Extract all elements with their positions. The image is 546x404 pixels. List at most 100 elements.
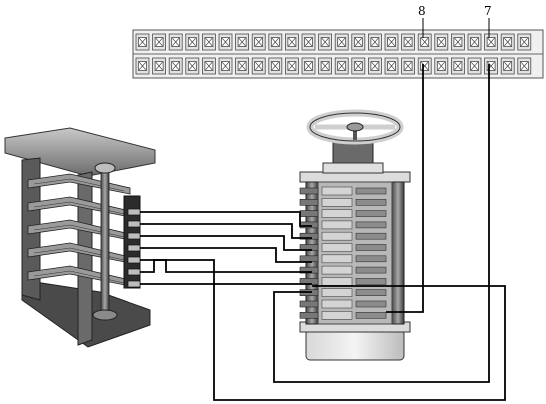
screw-slot bbox=[371, 61, 379, 71]
terminal bbox=[450, 57, 465, 75]
resistor-terminal-screw bbox=[127, 268, 141, 276]
terminal bbox=[484, 57, 499, 75]
terminal bbox=[268, 57, 283, 75]
wire-6 bbox=[140, 259, 506, 401]
screw-slot bbox=[421, 37, 429, 47]
terminal bbox=[334, 33, 349, 51]
screw-slot bbox=[338, 61, 346, 71]
cam-finger bbox=[355, 187, 387, 195]
terminal bbox=[135, 57, 150, 75]
terminal bbox=[384, 33, 399, 51]
cam-finger bbox=[355, 221, 387, 229]
screw-slot bbox=[354, 37, 362, 47]
cam-disc bbox=[321, 277, 353, 286]
terminal bbox=[201, 57, 216, 75]
screw-slot bbox=[138, 61, 147, 71]
terminal bbox=[384, 57, 399, 75]
resistor-top-plate bbox=[4, 127, 156, 177]
terminal bbox=[351, 57, 366, 75]
terminal bbox=[185, 57, 200, 75]
terminal bbox=[268, 33, 283, 51]
terminal bbox=[284, 33, 299, 51]
terminal bbox=[152, 57, 167, 75]
screw-slot bbox=[221, 37, 230, 47]
terminal bbox=[417, 33, 432, 51]
screw-slot bbox=[155, 61, 163, 71]
controller-gearbox-flange bbox=[322, 162, 384, 174]
terminal bbox=[434, 33, 449, 51]
screw-slot bbox=[238, 61, 246, 71]
screw-slot bbox=[504, 37, 512, 47]
screw-slot bbox=[255, 61, 263, 71]
wire-5 bbox=[140, 259, 312, 273]
wire-1 bbox=[140, 211, 312, 227]
resistor-terminal-screw bbox=[127, 280, 141, 288]
wire-2 bbox=[140, 223, 312, 239]
terminal bbox=[152, 33, 167, 51]
screw-slot bbox=[288, 61, 296, 71]
cam-terminal bbox=[299, 221, 319, 229]
resistor-terminals bbox=[127, 208, 141, 288]
terminal bbox=[334, 57, 349, 75]
resistor-box bbox=[4, 127, 156, 348]
callout-7: 7 bbox=[484, 4, 492, 18]
terminal bbox=[351, 33, 366, 51]
cam-finger bbox=[355, 255, 387, 263]
terminal bbox=[235, 57, 250, 75]
screw-slot bbox=[205, 37, 213, 47]
resistor-terminal-screw bbox=[127, 220, 141, 228]
terminal bbox=[367, 33, 382, 51]
resistor-terminal-screw bbox=[127, 208, 141, 216]
cam-finger bbox=[355, 300, 387, 308]
terminal bbox=[500, 33, 515, 51]
cam-finger bbox=[355, 289, 387, 297]
terminal bbox=[367, 57, 382, 75]
terminal bbox=[218, 33, 233, 51]
cam-terminal bbox=[299, 300, 319, 308]
terminal bbox=[434, 57, 449, 75]
terminal bbox=[168, 57, 183, 75]
screw-slot bbox=[138, 37, 147, 47]
terminal bbox=[417, 57, 432, 75]
screw-slot bbox=[321, 61, 329, 71]
terminal bbox=[235, 33, 250, 51]
cam-disc bbox=[321, 254, 353, 264]
screw-slot bbox=[271, 61, 279, 71]
cam-disc bbox=[321, 220, 353, 230]
cam-finger bbox=[355, 199, 387, 206]
controller-right-post bbox=[391, 181, 405, 325]
resistor-grid-plate bbox=[27, 173, 131, 195]
cam-terminal bbox=[299, 210, 319, 217]
cam-terminal bbox=[299, 311, 319, 319]
handwheel-rim-outline bbox=[309, 112, 401, 142]
screw-slot bbox=[304, 37, 313, 47]
screw-slot bbox=[155, 37, 163, 47]
cam-disc bbox=[321, 209, 353, 218]
cam-disc bbox=[321, 265, 353, 275]
screw-slot bbox=[205, 61, 213, 71]
screw-slot bbox=[470, 37, 479, 47]
resistor-terminal-screw bbox=[127, 244, 141, 252]
screw-slot bbox=[404, 37, 412, 47]
terminal bbox=[467, 33, 482, 51]
cam-disc bbox=[321, 198, 353, 207]
cam-controller bbox=[299, 109, 411, 361]
cam-terminal bbox=[299, 232, 319, 240]
screw-slot bbox=[520, 61, 528, 71]
screw-slot bbox=[221, 61, 230, 71]
terminal bbox=[467, 57, 482, 75]
resistor-terminal-screw bbox=[127, 232, 141, 240]
cam-finger bbox=[355, 232, 387, 240]
cam-finger bbox=[355, 278, 387, 285]
screw-slot bbox=[520, 37, 528, 47]
screw-slot bbox=[304, 61, 313, 71]
terminal bbox=[301, 57, 316, 75]
cam-terminal bbox=[299, 266, 319, 274]
terminal bbox=[401, 33, 416, 51]
cam-terminal bbox=[299, 199, 319, 206]
terminal bbox=[135, 33, 150, 51]
screw-slot bbox=[454, 37, 462, 47]
cam-finger bbox=[355, 266, 387, 274]
terminal bbox=[318, 33, 333, 51]
